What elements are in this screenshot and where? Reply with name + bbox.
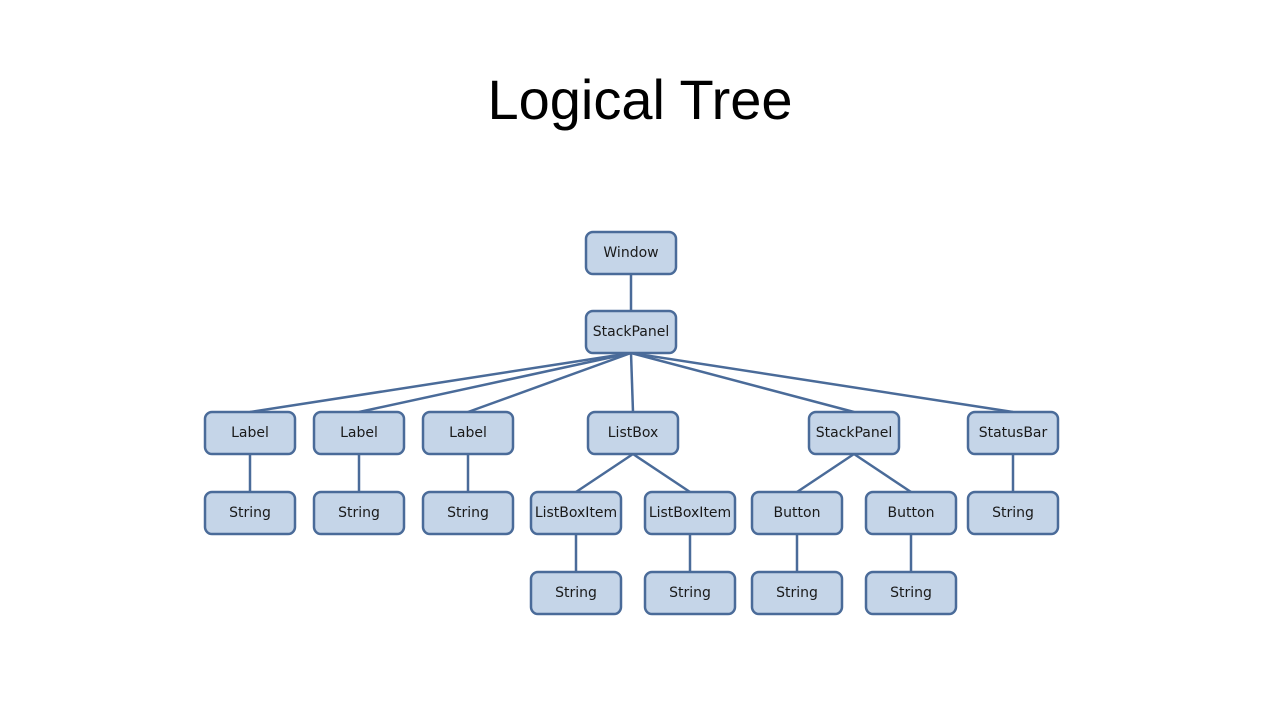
node-label: String bbox=[992, 505, 1034, 521]
node-label: Button bbox=[888, 505, 935, 521]
node-string-listboxitem-2: String bbox=[643, 570, 737, 616]
node-listboxitem-2: ListBoxItem bbox=[643, 490, 737, 536]
node-label-1: Label bbox=[203, 410, 297, 456]
node-string-button-2: String bbox=[864, 570, 958, 616]
node-box bbox=[966, 490, 1060, 536]
node-listbox: ListBox bbox=[586, 410, 680, 456]
node-box bbox=[966, 410, 1060, 456]
node-label: StackPanel bbox=[593, 324, 670, 340]
edge-stackpanel-inner-to-button-1 bbox=[796, 452, 855, 494]
node-box bbox=[203, 410, 297, 456]
node-label: String bbox=[338, 505, 380, 521]
node-box bbox=[750, 490, 844, 536]
node-box bbox=[203, 490, 297, 536]
node-label: Button bbox=[774, 505, 821, 521]
node-listboxitem-1: ListBoxItem bbox=[529, 490, 623, 536]
node-string-label-3: String bbox=[421, 490, 515, 536]
edge-listbox-to-listboxitem-2 bbox=[632, 452, 691, 494]
node-box bbox=[643, 570, 737, 616]
node-box bbox=[750, 570, 844, 616]
node-label: ListBox bbox=[608, 425, 659, 441]
node-label: String bbox=[776, 585, 818, 601]
node-label: StatusBar bbox=[979, 425, 1048, 441]
node-label: ListBoxItem bbox=[535, 505, 617, 521]
node-label: Label bbox=[449, 425, 487, 441]
node-button-2: Button bbox=[864, 490, 958, 536]
edge-stackpanel-inner-to-button-2 bbox=[853, 452, 912, 494]
node-box bbox=[529, 570, 623, 616]
node-box bbox=[421, 490, 515, 536]
node-label: String bbox=[447, 505, 489, 521]
node-label: String bbox=[890, 585, 932, 601]
node-label: String bbox=[555, 585, 597, 601]
node-box bbox=[421, 410, 515, 456]
edge-stackpanel-root-to-listbox bbox=[629, 352, 635, 413]
node-box bbox=[584, 230, 678, 276]
node-label: Label bbox=[231, 425, 269, 441]
node-label: Window bbox=[603, 245, 658, 261]
page-title: Logical Tree bbox=[487, 68, 793, 131]
edge-stackpanel-root-to-label-3 bbox=[467, 351, 632, 414]
node-box bbox=[586, 410, 680, 456]
node-box bbox=[643, 490, 737, 536]
node-string-button-1: String bbox=[750, 570, 844, 616]
node-box bbox=[312, 410, 406, 456]
node-box bbox=[584, 309, 678, 355]
node-button-1: Button bbox=[750, 490, 844, 536]
node-label: Label bbox=[340, 425, 378, 441]
edge-stackpanel-root-to-statusbar bbox=[630, 351, 1014, 414]
node-string-label-2: String bbox=[312, 490, 406, 536]
node-stackpanel-inner: StackPanel bbox=[807, 410, 901, 456]
edge-stackpanel-root-to-stackpanel-inner bbox=[630, 351, 855, 414]
edge-listbox-to-listboxitem-1 bbox=[575, 452, 634, 494]
tree-edges bbox=[248, 274, 1015, 572]
node-string-statusbar: String bbox=[966, 490, 1060, 536]
node-label: ListBoxItem bbox=[649, 505, 731, 521]
node-box bbox=[864, 490, 958, 536]
node-string-listboxitem-1: String bbox=[529, 570, 623, 616]
node-box bbox=[312, 490, 406, 536]
edge-stackpanel-root-to-label-1 bbox=[249, 351, 632, 414]
node-statusbar: StatusBar bbox=[966, 410, 1060, 456]
node-window: Window bbox=[584, 230, 678, 276]
node-box bbox=[529, 490, 623, 536]
node-string-label-1: String bbox=[203, 490, 297, 536]
node-label-3: Label bbox=[421, 410, 515, 456]
node-stackpanel-root: StackPanel bbox=[584, 309, 678, 355]
node-box bbox=[807, 410, 901, 456]
edge-stackpanel-root-to-label-2 bbox=[358, 351, 632, 414]
node-label: StackPanel bbox=[816, 425, 893, 441]
node-box bbox=[864, 570, 958, 616]
node-label: String bbox=[229, 505, 271, 521]
node-label: String bbox=[669, 585, 711, 601]
node-label-2: Label bbox=[312, 410, 406, 456]
